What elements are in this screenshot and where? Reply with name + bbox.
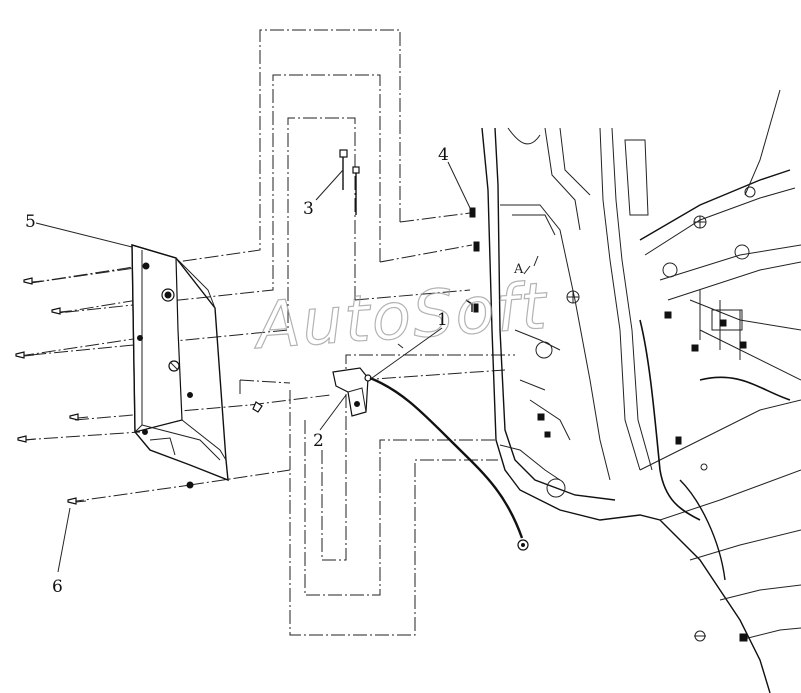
callout-4: 4 [438,145,449,165]
phantom-lines [19,29,515,636]
screw [17,435,37,443]
screw [15,351,35,359]
screw [67,497,87,505]
callout-6: 6 [52,577,63,597]
screws [15,277,263,505]
watermark: AutoSoft [250,270,551,365]
callout-5: 5 [25,212,36,232]
part-2-small-bracket [332,367,372,417]
vehicle-body: A [481,89,801,693]
part-5-bracket [131,244,229,489]
part-4-clips [465,207,480,313]
callout-1: 1 [437,310,448,330]
screw [51,307,71,315]
screw [69,413,89,421]
part-3-bolts [339,149,360,215]
screw [23,277,43,285]
screw [252,401,263,413]
callouts: 1 2 3 4 5 6 [25,145,449,597]
view-label: A [513,262,524,277]
callout-2: 2 [313,431,324,451]
leader-lines [35,161,471,573]
part-1-ground-wire [369,343,529,551]
callout-3: 3 [303,199,314,219]
